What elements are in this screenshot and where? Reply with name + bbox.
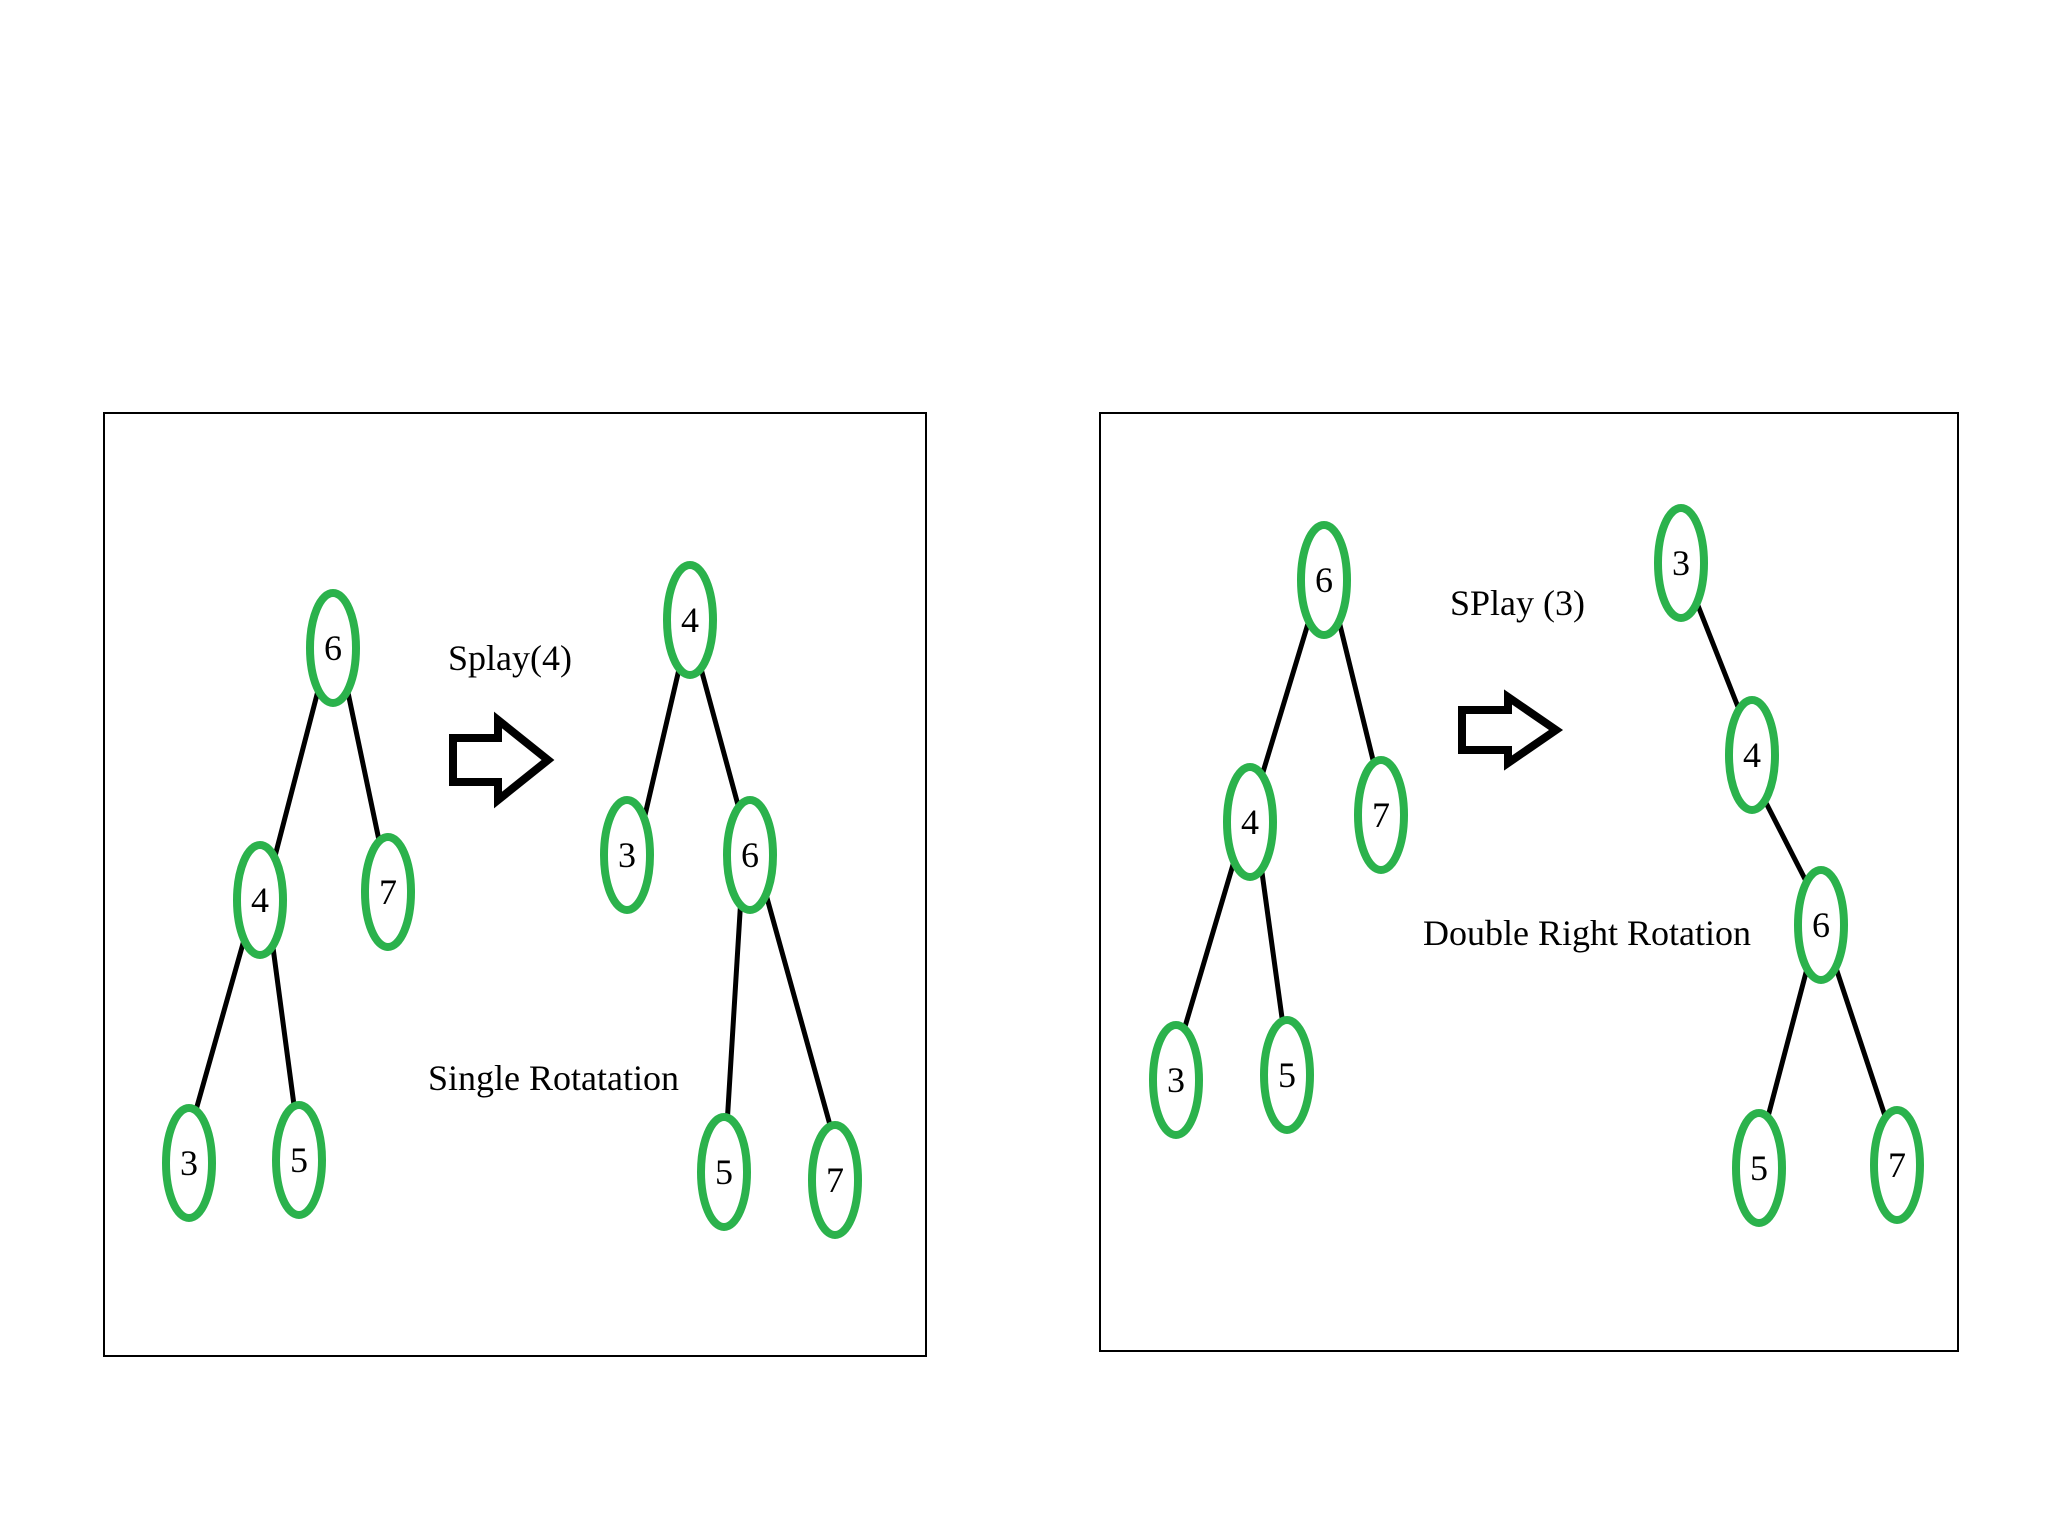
tree-node: 6	[723, 796, 777, 914]
node-label: 6	[1812, 905, 1830, 945]
node-ring	[663, 561, 717, 679]
tree-node: 3	[1654, 504, 1708, 622]
node-ring	[723, 796, 777, 914]
node-ring	[361, 833, 415, 951]
node-ring	[1732, 1109, 1786, 1227]
edge-4-3	[193, 937, 247, 1113]
node-ring	[233, 841, 287, 959]
node-ring	[1149, 1021, 1203, 1139]
panel-frame	[103, 412, 927, 1357]
node-label: 4	[1241, 802, 1259, 842]
node-ring	[1725, 696, 1779, 814]
operation-label: Splay(4)	[448, 638, 572, 678]
operation-label: SPlay (3)	[1450, 583, 1585, 623]
tree-node: 3	[600, 796, 654, 914]
node-label: 6	[1315, 560, 1333, 600]
node-ring	[1260, 1016, 1314, 1134]
node-label: 3	[180, 1143, 198, 1183]
node-ring	[1870, 1106, 1924, 1224]
edge-4-3	[1181, 855, 1238, 1033]
tree-node: 4	[1725, 696, 1779, 814]
rotation-caption: Single Rotatation	[428, 1058, 679, 1098]
node-ring	[1297, 521, 1351, 639]
node-ring	[1223, 763, 1277, 881]
node-ring	[306, 589, 360, 707]
panel-single-rotation: 6 4 7 3 5 Splay(4)	[103, 412, 927, 1357]
after-tree-nodes: 3 4 6 5 7	[1654, 504, 1924, 1227]
node-label: 7	[379, 872, 397, 912]
node-label: 5	[715, 1152, 733, 1192]
before-tree-edges	[1181, 614, 1378, 1033]
node-ring	[1354, 756, 1408, 874]
node-label: 7	[826, 1160, 844, 1200]
edge-6-5	[1762, 962, 1811, 1131]
tree-node: 7	[1870, 1106, 1924, 1224]
node-ring	[808, 1121, 862, 1239]
edge-6-4	[271, 680, 323, 863]
edge-6-7	[343, 680, 383, 848]
node-label: 4	[681, 600, 699, 640]
edge-6-7	[1335, 614, 1378, 771]
node-ring	[272, 1101, 326, 1219]
node-label: 5	[1750, 1148, 1768, 1188]
edge-3-4	[1692, 595, 1743, 715]
edge-6-7	[759, 877, 833, 1128]
tree-node: 5	[697, 1113, 751, 1231]
tree-node: 3	[1149, 1021, 1203, 1139]
tree-node: 7	[1354, 756, 1408, 874]
right-arrow-icon	[1458, 689, 1564, 771]
node-ring	[1794, 866, 1848, 984]
node-ring	[697, 1113, 751, 1231]
node-label: 4	[1743, 735, 1761, 775]
tree-node: 5	[1260, 1016, 1314, 1134]
edge-6-4	[1257, 614, 1313, 785]
before-tree-edges	[193, 680, 383, 1113]
tree-node: 5	[272, 1101, 326, 1219]
node-label: 6	[741, 835, 759, 875]
tree-node: 6	[306, 589, 360, 707]
node-label: 6	[324, 628, 342, 668]
edge-6-5	[724, 877, 745, 1128]
node-ring	[162, 1104, 216, 1222]
tree-node: 4	[663, 561, 717, 679]
node-label: 5	[1278, 1055, 1296, 1095]
rotation-caption: Double Right Rotation	[1423, 913, 1751, 953]
tree-node: 7	[361, 833, 415, 951]
node-label: 7	[1372, 795, 1390, 835]
before-tree-nodes: 6 4 7 3 5	[162, 589, 415, 1222]
tree-node: 6	[1794, 866, 1848, 984]
node-label: 5	[290, 1140, 308, 1180]
tree-node: 4	[233, 841, 287, 959]
edge-6-7	[1832, 962, 1891, 1128]
tree-node: 5	[1732, 1109, 1786, 1227]
right-arrow-icon	[449, 711, 555, 809]
edge-4-6	[1759, 792, 1811, 888]
after-tree-edges	[1692, 595, 1891, 1131]
node-ring	[1654, 504, 1708, 622]
node-label: 3	[618, 835, 636, 875]
tree-node: 7	[808, 1121, 862, 1239]
after-tree-edges	[642, 662, 833, 1128]
edge-4-3	[642, 662, 683, 818]
after-tree-nodes: 4 3 6 5 7	[600, 561, 862, 1239]
edge-4-5	[1257, 855, 1286, 1028]
node-ring	[600, 796, 654, 914]
edge-4-5	[269, 937, 297, 1108]
panel-double-right-rotation: 6 4 7 3 5 SPlay (3) Double Right Rotatio…	[1099, 412, 1959, 1352]
node-label: 4	[251, 880, 269, 920]
tree-node: 6	[1297, 521, 1351, 639]
node-label: 3	[1167, 1060, 1185, 1100]
tree-node: 4	[1223, 763, 1277, 881]
before-tree-nodes: 6 4 7 3 5	[1149, 521, 1408, 1139]
tree-node: 3	[162, 1104, 216, 1222]
node-label: 3	[1672, 543, 1690, 583]
node-label: 7	[1888, 1145, 1906, 1185]
edge-4-6	[697, 662, 741, 808]
